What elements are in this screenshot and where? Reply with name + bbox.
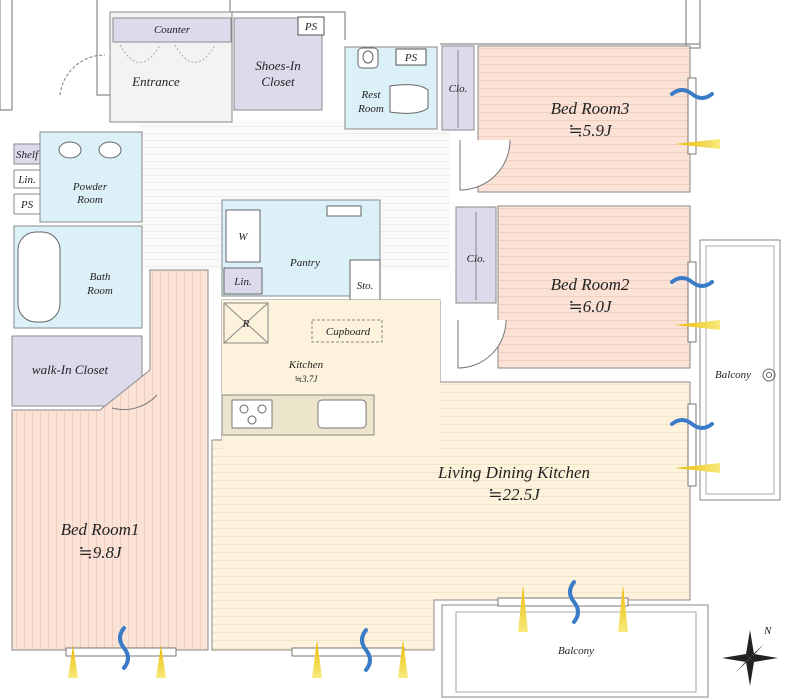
- linen-2-label: Lin.: [233, 276, 251, 288]
- window-bed2: [687, 261, 697, 343]
- basin-icon-2: [98, 141, 122, 159]
- ldk-size: ≒22.5J: [488, 485, 541, 504]
- ps-label-3: PS: [20, 199, 34, 211]
- window-bed3: [687, 77, 697, 155]
- bed-room-1-size: ≒9.8J: [78, 543, 122, 562]
- bed-room-1: [11, 269, 209, 651]
- bed-room-2: [497, 205, 691, 369]
- ldk-name: Living Dining Kitchen: [437, 463, 590, 482]
- shelf-label: Shelf: [16, 149, 40, 161]
- structure-walls: [0, 0, 701, 111]
- rest-room-label-1: Rest: [361, 89, 382, 101]
- counter-label: Counter: [154, 24, 191, 36]
- ps-label-1: PS: [304, 21, 318, 33]
- counter: [112, 17, 232, 43]
- walkin-door-swing: [111, 394, 158, 411]
- refrigerator-label: R: [242, 318, 250, 330]
- bed-room-3-name: Bed Room3: [551, 99, 630, 118]
- washer: [225, 209, 261, 263]
- cupboard: [311, 319, 383, 343]
- bed-room-2-size: ≒6.0J: [568, 297, 612, 316]
- counter-door-swings: [119, 44, 216, 63]
- window-ldk-bottom: [291, 647, 405, 657]
- sunlight-indicators: [68, 139, 720, 678]
- cupboard-label: Cupboard: [326, 326, 371, 338]
- bed-room-1-name: Bed Room1: [61, 520, 140, 539]
- compass-rose: N: [722, 625, 778, 686]
- ventilation-indicators: [118, 88, 714, 672]
- window-bed1: [65, 647, 177, 657]
- linen-1-label: Lin.: [17, 174, 35, 186]
- sto-label: Sto.: [357, 280, 374, 292]
- linen-2: [223, 267, 263, 295]
- entrance-label: Entrance: [131, 74, 180, 89]
- bed3-door-swing: [459, 139, 511, 191]
- ps-box-2: [395, 48, 427, 66]
- closet-mid-label: Clo.: [467, 253, 486, 265]
- stove-icon: [231, 399, 273, 429]
- bath-room-label-2: Room: [86, 285, 113, 297]
- powder-room: [39, 131, 143, 223]
- pantry-label: Pantry: [289, 257, 320, 269]
- rest-room-label-2: Room: [357, 103, 384, 115]
- storage-sto: [349, 259, 381, 303]
- drain-icon: [762, 368, 776, 382]
- balcony-right-label: Balcony: [715, 369, 751, 381]
- ps-box-1: [297, 16, 325, 36]
- compass-north-label: N: [763, 625, 772, 637]
- shoes-closet-label-1: Shoes-In: [255, 58, 301, 73]
- bath-room-label-1: Bath: [90, 271, 111, 283]
- balcony-bottom-label: Balcony: [558, 645, 594, 657]
- closet-top-label: Clo.: [449, 83, 468, 95]
- powder-room-label-1: Powder: [72, 181, 108, 193]
- bed-room-3: [477, 45, 691, 193]
- bathtub-icon: [17, 231, 61, 323]
- bed2-door-swing: [457, 319, 507, 369]
- entrance-door-swing: [59, 54, 106, 96]
- walk-in-closet-label: walk-In Closet: [32, 362, 109, 377]
- powder-room-label-2: Room: [76, 194, 103, 206]
- basin-icon-1: [58, 141, 82, 159]
- washer-label: W: [238, 231, 248, 243]
- toilet-icon: [389, 84, 429, 114]
- shoes-closet-label-2: Closet: [261, 74, 295, 89]
- kitchen-sink-icon: [317, 399, 367, 429]
- kitchen-label: Kitchen: [288, 359, 324, 371]
- window-ldk-right: [687, 403, 697, 487]
- window-ldk-balcony: [497, 597, 629, 607]
- bed-room-3-size: ≒5.9J: [568, 121, 612, 140]
- bed-room-2-name: Bed Room2: [551, 275, 630, 294]
- ps-label-2: PS: [404, 52, 418, 64]
- kitchen-size: ≒3.7J: [295, 374, 319, 384]
